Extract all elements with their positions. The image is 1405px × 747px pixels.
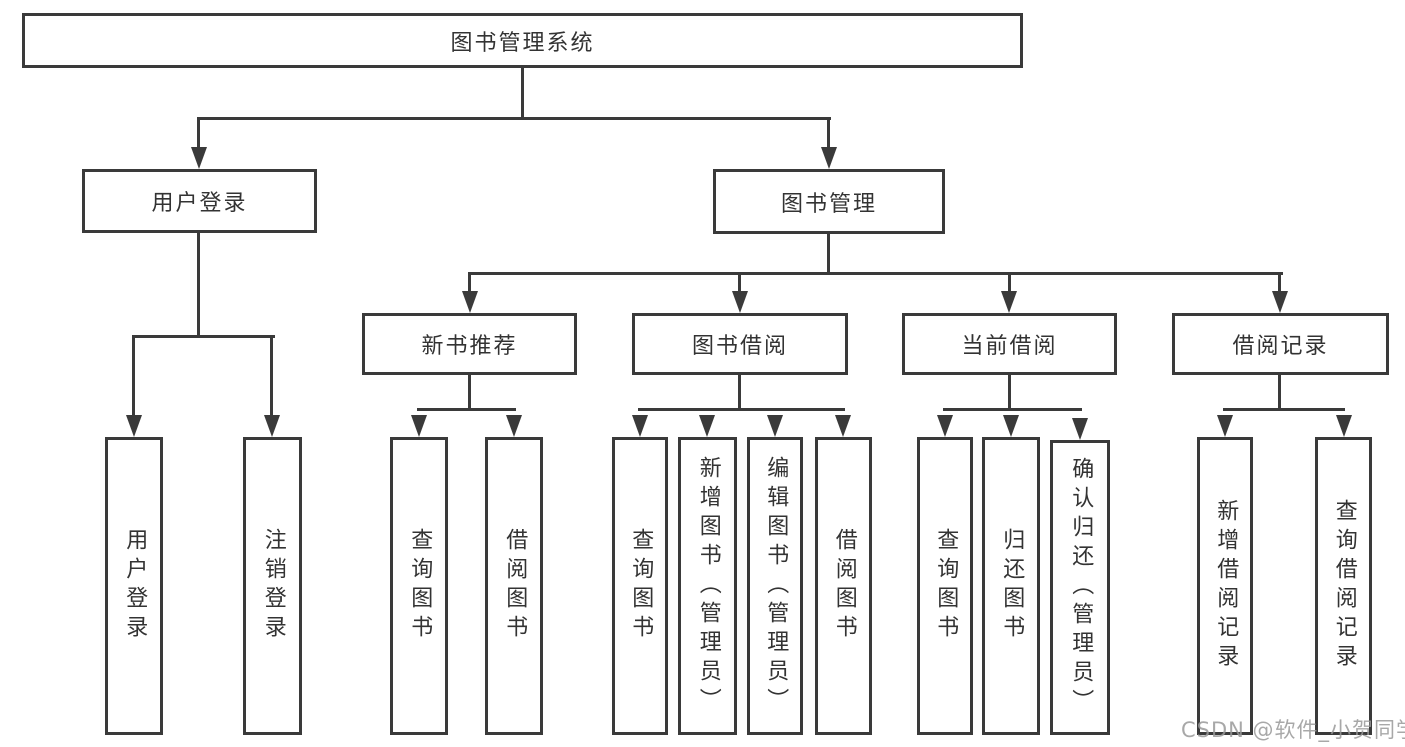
node-book-borrowing: 图书借阅 [632,313,848,375]
connector-book-borrow-bus [638,408,845,411]
connector-new-books-stem [468,375,471,411]
leaf-query-borrow-record: 查询借阅记录 [1315,437,1372,735]
leaf-label: 新增借阅记录 [1213,499,1239,673]
arrow-down-icon [191,147,207,169]
leaf-query-books-borrow: 查询图书 [612,437,668,735]
connector-drop [270,335,273,418]
leaf-label: 用户登录 [122,528,148,644]
leaf-label: 查询借阅记录 [1331,499,1357,673]
arrow-down-icon [1072,418,1088,440]
connector-root-bus [197,117,831,120]
connector-user-login-stem [197,232,200,338]
node-user-login: 用户登录 [82,169,317,233]
leaf-add-borrow-record: 新增借阅记录 [1197,437,1253,735]
connector-new-books-bus [417,408,516,411]
connector-new-books-drop [468,272,471,296]
arrow-down-icon [835,415,851,437]
leaf-user-login: 用户登录 [105,437,163,735]
arrow-down-icon [1272,291,1288,313]
arrow-down-icon [632,415,648,437]
connector-user-login-bus [132,335,275,338]
connector-drop [132,335,135,418]
connector-book-borrow-stem [738,375,741,411]
connector-book-mgmt-drop [827,117,830,152]
leaf-label: 借阅图书 [502,528,528,644]
arrow-down-icon [126,415,142,437]
arrow-down-icon [462,291,478,313]
leaf-label: 注销登录 [260,528,286,644]
leaf-add-books-admin: 新增图书（管理员） [678,437,737,735]
arrow-down-icon [1001,291,1017,313]
leaf-label: 确认归还（管理员） [1068,457,1094,718]
connector-current-borrow-bus [943,408,1082,411]
node-root: 图书管理系统 [22,13,1023,68]
arrow-down-icon [1336,415,1352,437]
leaf-borrow-books: 借阅图书 [815,437,872,735]
leaf-query-books-recommend: 查询图书 [390,437,448,735]
arrow-down-icon [1217,415,1233,437]
arrow-down-icon [937,415,953,437]
connector-borrow-records-bus [1223,408,1345,411]
leaf-borrow-books-recommend: 借阅图书 [485,437,543,735]
arrow-down-icon [506,415,522,437]
node-current-borrowing: 当前借阅 [902,313,1117,375]
arrow-down-icon [264,415,280,437]
arrow-down-icon [1003,415,1019,437]
leaf-label: 归还图书 [999,528,1025,644]
connector-borrow-records-drop [1278,272,1281,296]
connector-current-borrow-drop [1008,272,1011,296]
csdn-watermark: CSDN @软件_小贺同学 [1181,718,1405,742]
node-book-management: 图书管理 [713,169,945,234]
connector-borrow-records-stem [1278,375,1281,411]
connector-book-borrow-drop [738,272,741,296]
leaf-label: 借阅图书 [831,528,857,644]
connector-book-mgmt-bus [468,272,1283,275]
leaf-return-books: 归还图书 [982,437,1040,735]
leaf-label: 查询图书 [933,528,959,644]
leaf-label: 查询图书 [628,528,654,644]
leaf-query-books-current: 查询图书 [917,437,973,735]
connector-current-borrow-stem [1008,375,1011,411]
arrow-down-icon [411,415,427,437]
connector-root-stem [521,68,524,120]
leaf-logout: 注销登录 [243,437,302,735]
leaf-confirm-return-admin: 确认归还（管理员） [1050,440,1110,735]
arrow-down-icon [699,415,715,437]
node-borrowing-records: 借阅记录 [1172,313,1389,375]
node-new-book-recommend: 新书推荐 [362,313,577,375]
arrow-down-icon [732,291,748,313]
connector-user-login-drop [197,117,200,152]
leaf-label: 新增图书（管理员） [695,455,721,717]
connector-book-mgmt-stem [827,234,830,275]
leaf-label: 编辑图书（管理员） [763,455,789,717]
leaf-edit-books-admin: 编辑图书（管理员） [747,437,803,735]
arrow-down-icon [821,147,837,169]
arrow-down-icon [767,415,783,437]
leaf-label: 查询图书 [407,528,433,644]
